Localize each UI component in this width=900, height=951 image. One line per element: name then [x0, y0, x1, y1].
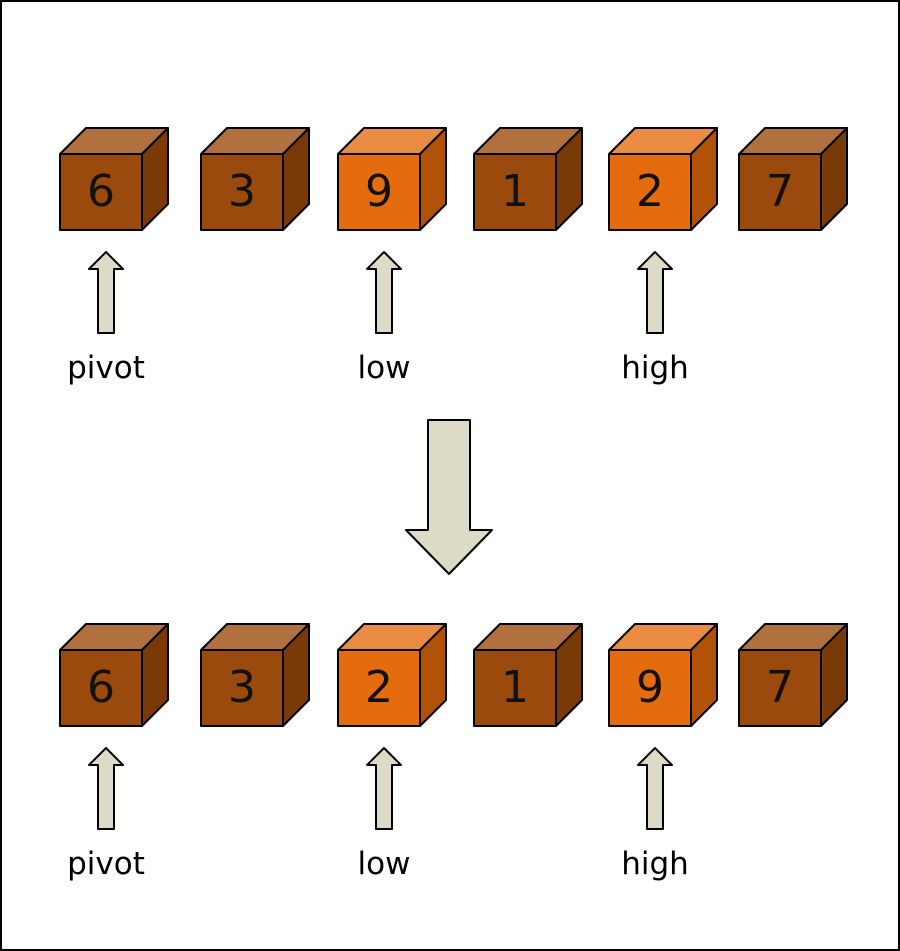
cube-front-face [59, 649, 143, 727]
array-row-before: 6 3 9 1 2 7 pivot low high [59, 127, 848, 386]
array-cube: 6 [59, 623, 169, 727]
array-cube-highlighted: 2 [337, 623, 447, 727]
array-cube: 6 [59, 127, 169, 231]
pointer-high: high [621, 747, 689, 882]
pointer-label: low [358, 846, 411, 882]
cube-value: 1 [501, 662, 529, 713]
cube-value: 6 [87, 662, 115, 713]
cube-value: 1 [501, 166, 529, 217]
cube-front-face [200, 649, 284, 727]
cube-value: 9 [365, 166, 393, 217]
cube-front-face [608, 649, 692, 727]
array-cube: 7 [738, 623, 848, 727]
cube-front-face [200, 153, 284, 231]
pointer-label: pivot [67, 846, 145, 882]
cube-value: 3 [228, 662, 256, 713]
pointer-low: low [358, 251, 411, 386]
pointer-low: low [358, 747, 411, 882]
up-arrow-icon [366, 251, 402, 334]
array-cube-highlighted: 9 [608, 623, 718, 727]
cube-value: 7 [766, 166, 794, 217]
up-arrow-icon [366, 747, 402, 830]
cube-front-face [337, 153, 421, 231]
cube-value: 7 [766, 662, 794, 713]
up-arrow-icon [637, 747, 673, 830]
array-cube: 7 [738, 127, 848, 231]
array-cube-highlighted: 9 [337, 127, 447, 231]
down-arrow-icon [405, 419, 493, 575]
cube-front-face [59, 153, 143, 231]
pointer-label: high [621, 350, 689, 386]
up-arrow-icon [637, 251, 673, 334]
pointer-label: pivot [67, 350, 145, 386]
up-arrow-icon [88, 251, 124, 334]
pointer-label: low [358, 350, 411, 386]
cube-value: 9 [636, 662, 664, 713]
array-row-after: 6 3 2 1 9 7 pivot low high [59, 623, 848, 882]
cube-front-face [473, 649, 557, 727]
cube-value: 2 [636, 166, 664, 217]
array-cube: 1 [473, 623, 583, 727]
cube-value: 6 [87, 166, 115, 217]
array-cube: 3 [200, 623, 310, 727]
up-arrow-icon [88, 747, 124, 830]
pointer-high: high [621, 251, 689, 386]
cube-front-face [738, 153, 822, 231]
cube-front-face [337, 649, 421, 727]
pointer-pivot: pivot [67, 747, 145, 882]
cube-value: 3 [228, 166, 256, 217]
array-cube: 1 [473, 127, 583, 231]
cube-front-face [473, 153, 557, 231]
cube-front-face [738, 649, 822, 727]
pointer-label: high [621, 846, 689, 882]
array-cube-highlighted: 2 [608, 127, 718, 231]
cube-front-face [608, 153, 692, 231]
pointer-pivot: pivot [67, 251, 145, 386]
array-cube: 3 [200, 127, 310, 231]
cube-value: 2 [365, 662, 393, 713]
